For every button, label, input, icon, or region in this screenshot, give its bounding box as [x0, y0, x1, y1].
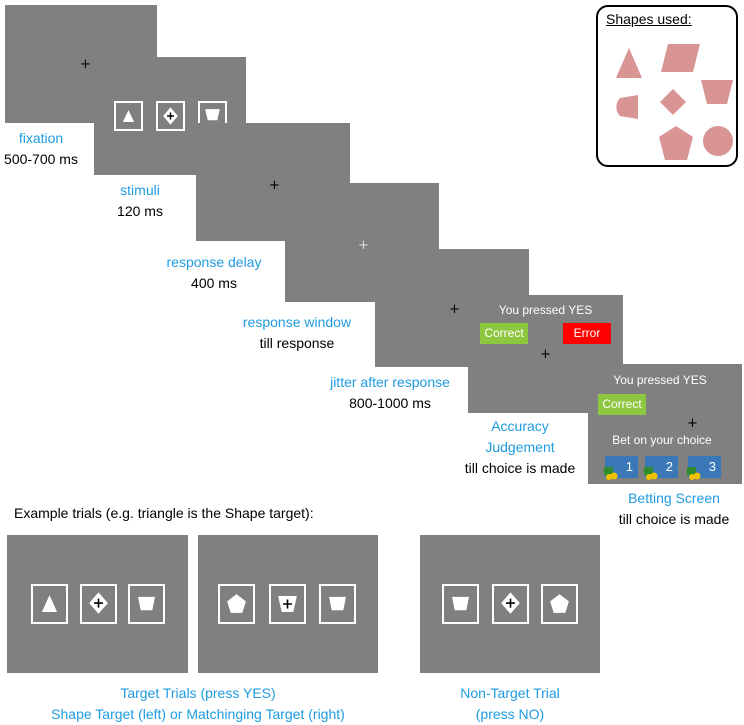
- fixation-cross: +: [540, 347, 551, 362]
- fixation-cross: +: [449, 302, 460, 317]
- stimulus-frame-trapezoid-with-cross: [269, 584, 306, 624]
- diamond-shape: [660, 89, 686, 115]
- stimulus-frame-pentagon: [218, 584, 255, 624]
- pentagon-shape: [659, 126, 693, 160]
- nontarget-trial-caption-line1: Non-Target Trial: [460, 685, 560, 701]
- bet-option-label: 3: [708, 459, 716, 474]
- stimuli-name: stimuli: [120, 182, 160, 198]
- fixation-cross: +: [80, 57, 91, 72]
- betting-name: Betting Screen: [628, 490, 720, 506]
- response-window-time: till response: [259, 335, 335, 351]
- fixation-cross: +: [269, 178, 280, 193]
- nontarget-trial-caption-line2: (press NO): [475, 706, 545, 722]
- stimulus-frame-trapezoid: [319, 584, 356, 624]
- fixation-time: 500-700 ms: [4, 151, 78, 167]
- fixation-cross: +: [687, 416, 698, 431]
- shapes-used-title: Shapes used:: [606, 11, 692, 27]
- accuracy-name-line2: Judgement: [485, 439, 555, 455]
- bet-prompt: Bet on your choice: [612, 433, 712, 447]
- example-target-shape-screen: [7, 535, 188, 673]
- stimulus-frame-triangle: [114, 101, 143, 131]
- target-trials-caption-line1: Target Trials (press YES): [120, 685, 276, 701]
- correct-button[interactable]: Correct: [480, 323, 528, 344]
- shapes-used-panel: Shapes used:: [596, 5, 738, 167]
- pressed-text: You pressed YES: [613, 373, 707, 387]
- pressed-text: You pressed YES: [498, 303, 593, 317]
- stimulus-frame-trapezoid: [442, 584, 479, 624]
- trapezoid-shape: [701, 80, 733, 104]
- accuracy-name-line1: Accuracy: [491, 418, 549, 434]
- stimulus-frame-diamond: [156, 101, 185, 131]
- target-trials-caption: Target Trials (press YES) Shape Target (…: [10, 683, 386, 725]
- example-matching-target-screen: [198, 535, 378, 673]
- fixation-name: fixation: [18, 130, 64, 146]
- stimulus-frame-diamond: [80, 584, 117, 624]
- money-icon: [687, 467, 701, 480]
- stimuli-time: 120 ms: [117, 203, 163, 219]
- circle-shape: [703, 126, 733, 156]
- stimuli-label: stimuli 120 ms: [105, 180, 175, 222]
- accuracy-label: Accuracy Judgement till choice is made: [450, 416, 590, 479]
- response-delay-time: 400 ms: [191, 275, 237, 291]
- money-icon: [644, 467, 658, 480]
- jitter-time: 800-1000 ms: [349, 395, 431, 411]
- accuracy-time: till choice is made: [464, 460, 576, 476]
- fixation-cross: +: [358, 238, 369, 253]
- response-window-name: response window: [242, 314, 352, 330]
- triangle-shape: [616, 48, 642, 78]
- betting-screen: You pressed YES Correct + Bet on your ch…: [588, 364, 742, 484]
- response-delay-label: response delay 400 ms: [155, 252, 273, 294]
- bullet-shape: [616, 95, 638, 119]
- examples-heading: Example trials (e.g. triangle is the Sha…: [14, 505, 314, 521]
- stimulus-frame-pentagon: [541, 584, 578, 624]
- shapes-used-illustration: [616, 44, 733, 160]
- target-trials-caption-line2: Shape Target (left) or Matchinging Targe…: [51, 706, 345, 722]
- betting-time: till choice is made: [618, 511, 730, 527]
- correct-button: Correct: [598, 394, 646, 415]
- money-icon: [604, 467, 618, 480]
- jitter-label: jitter after response 800-1000 ms: [318, 372, 462, 414]
- response-delay-name: response delay: [166, 254, 262, 270]
- fixation-label: fixation 500-700 ms: [0, 128, 82, 170]
- response-window-label: response window till response: [232, 312, 362, 354]
- bet-option-label: 1: [625, 459, 633, 474]
- jitter-name: jitter after response: [330, 374, 450, 390]
- bet-option-3[interactable]: 3: [687, 456, 721, 480]
- stimulus-frame-diamond: [492, 584, 529, 624]
- parallelogram-shape: [661, 44, 700, 72]
- bet-option-label: 2: [665, 459, 673, 474]
- bet-option-1[interactable]: 1: [604, 456, 638, 480]
- error-button[interactable]: Error: [563, 323, 611, 344]
- nontarget-trial-caption: Non-Target Trial (press NO): [420, 683, 600, 725]
- stimulus-frame-trapezoid: [128, 584, 165, 624]
- example-nontarget-screen: [420, 535, 600, 673]
- stimulus-frame-triangle: [31, 584, 68, 624]
- bet-option-2[interactable]: 2: [644, 456, 678, 480]
- betting-label: Betting Screen till choice is made: [604, 488, 744, 530]
